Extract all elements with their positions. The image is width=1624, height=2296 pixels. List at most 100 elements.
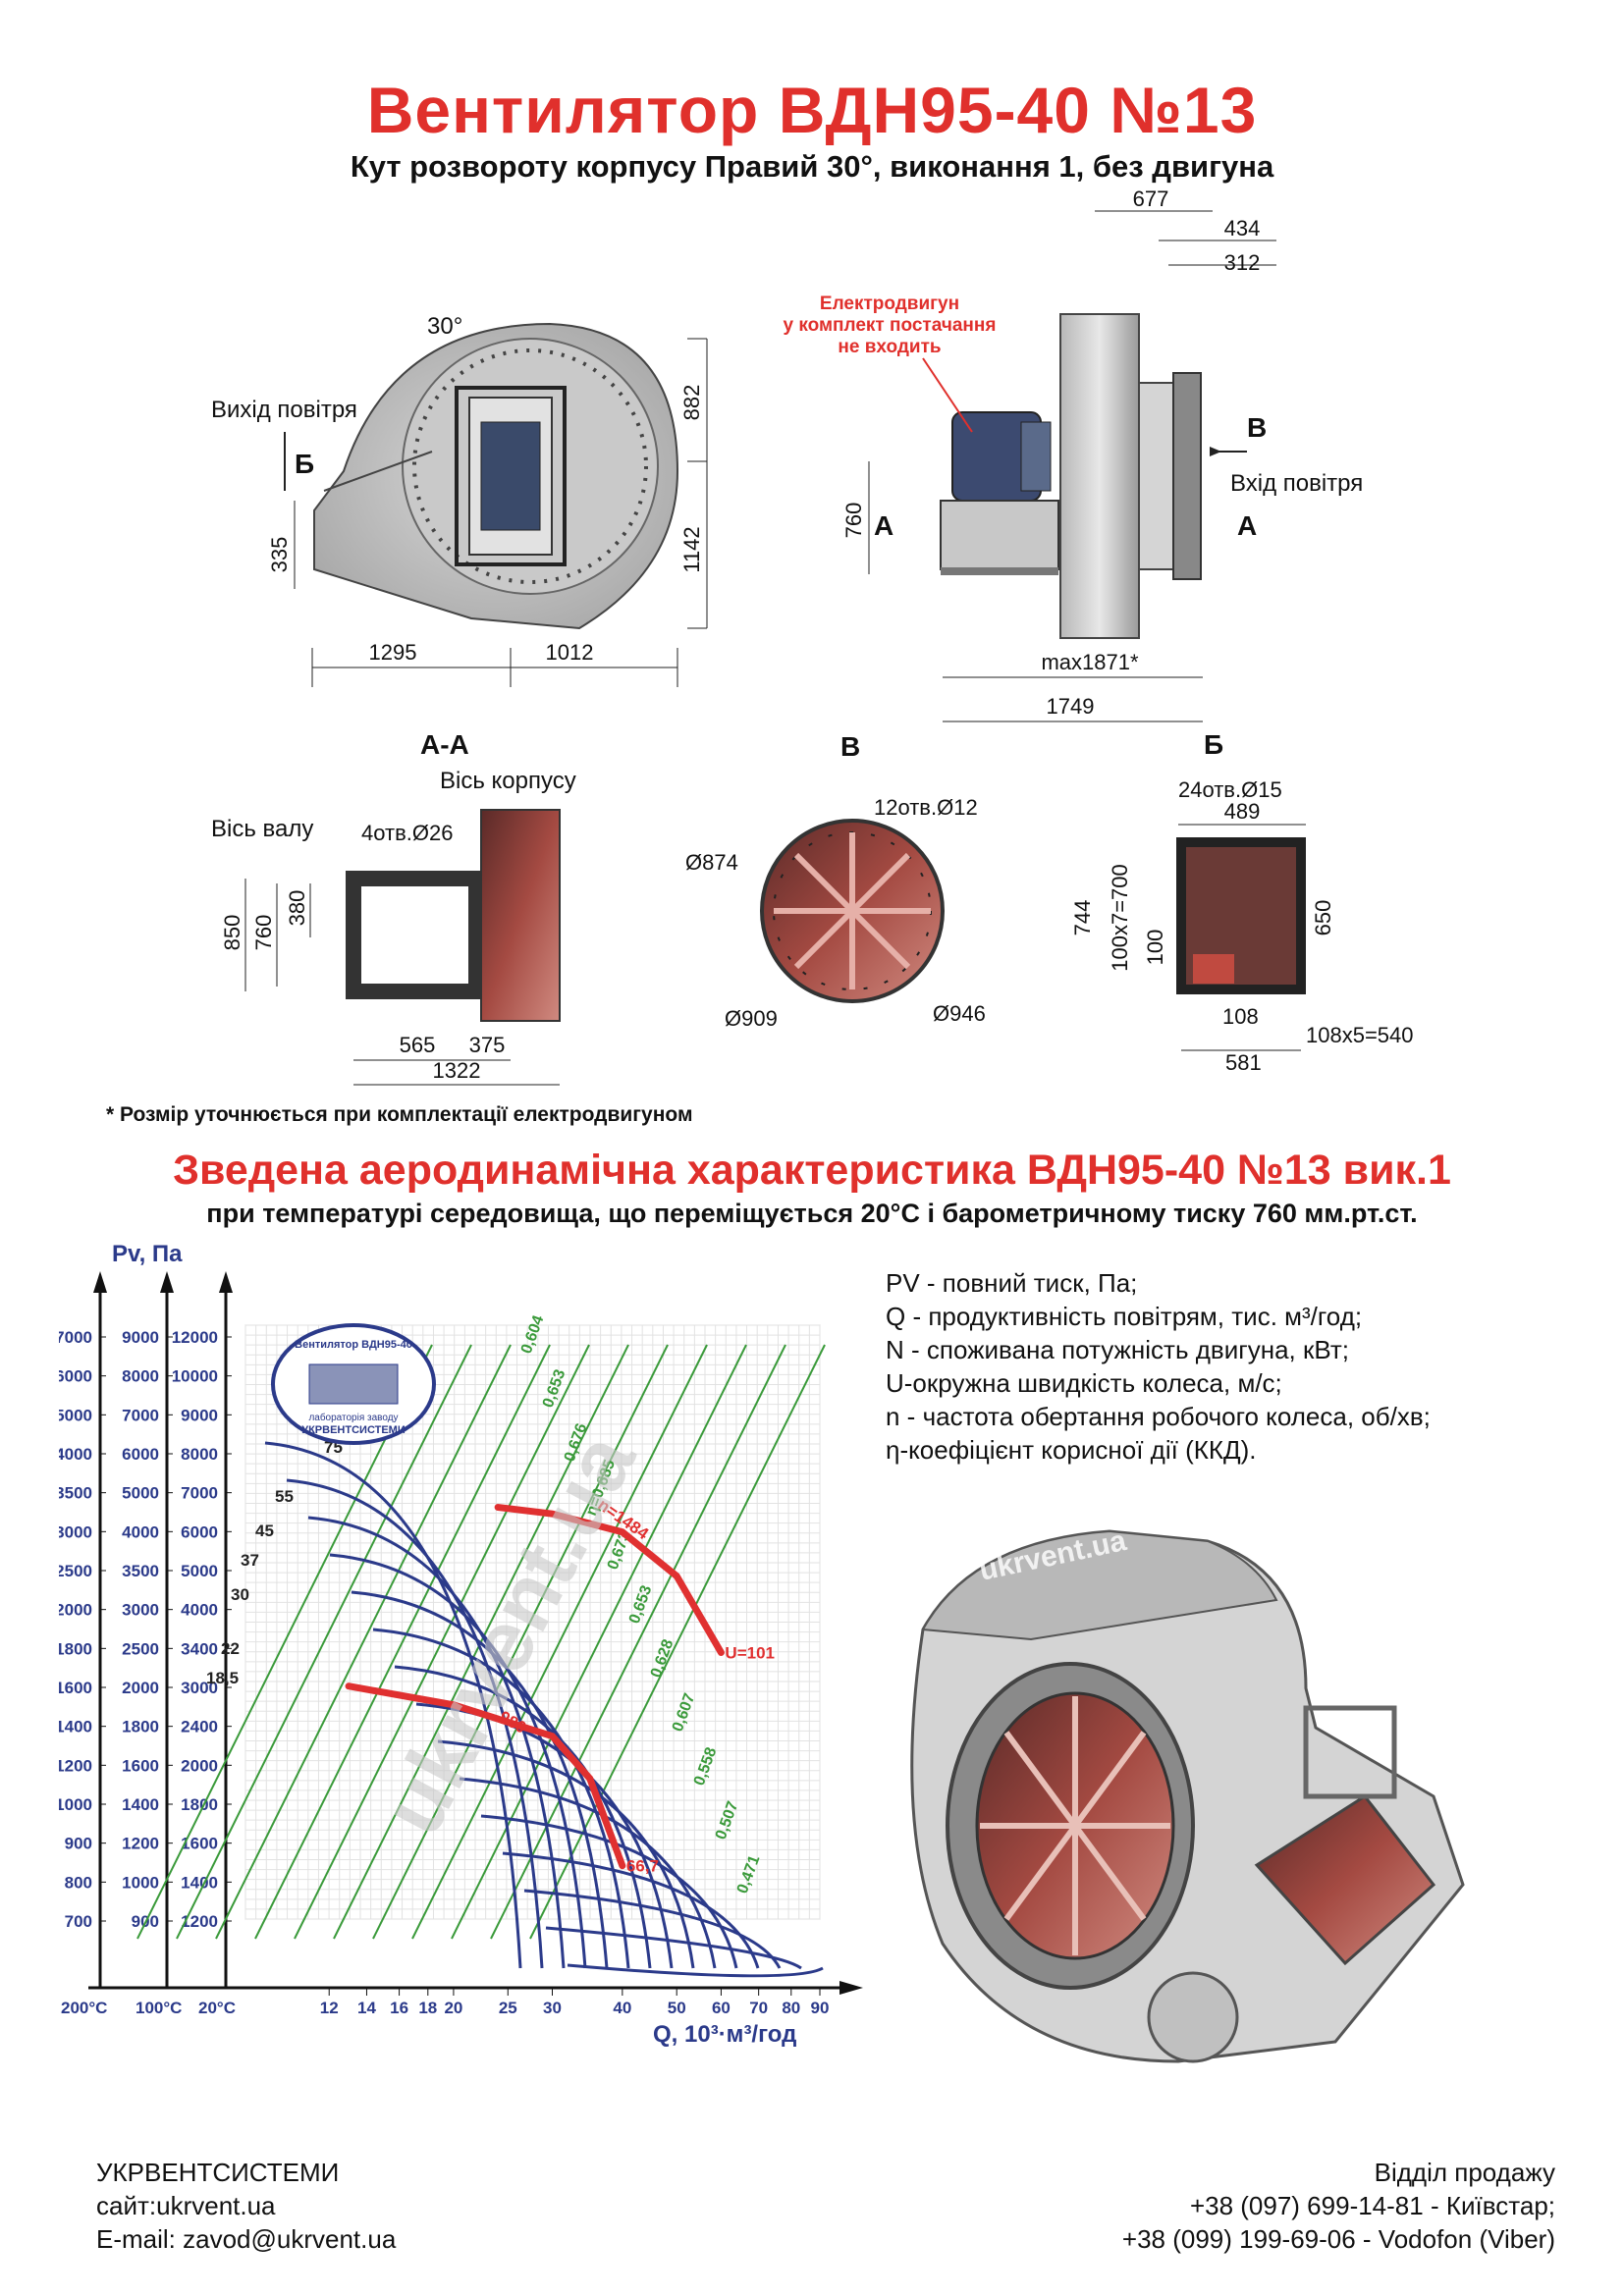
x-tick-label: 90	[811, 1999, 830, 2017]
stamp-fan-icon	[308, 1363, 399, 1405]
y-tick-label: 1200	[59, 1756, 92, 1775]
legend: PV - повний тиск, Па; Q - продуктивність…	[886, 1266, 1431, 1467]
footer-left: УКРВЕНТСИСТЕМИ сайт:ukrvent.ua E-mail: z…	[96, 2156, 396, 2256]
section-v-title: В	[840, 731, 860, 762]
dim-380: 380	[285, 890, 309, 927]
dim-850: 850	[220, 915, 244, 951]
power-curve	[459, 1777, 717, 1969]
motor-note-1: Електродвигун	[820, 294, 959, 314]
power-label: 45	[255, 1522, 274, 1540]
y-tick-label: 700	[65, 1912, 92, 1931]
y-tick-label: 1800	[122, 1718, 159, 1736]
efficiency-line	[490, 1344, 786, 1940]
motor-note-2: у комплект постачання	[784, 315, 997, 336]
dim-1322: 1322	[433, 1058, 481, 1083]
y-tick-label: 1400	[59, 1718, 92, 1736]
y-axis-arrow	[160, 1271, 174, 1293]
dim-760-aa: 760	[251, 915, 276, 951]
y-tick-label: 8000	[122, 1367, 159, 1386]
y-tick-label: 800	[65, 1873, 92, 1892]
dim-489: 489	[1224, 799, 1261, 824]
side-view: 677 434 312 760 max1871* 1749 Електродви…	[784, 187, 1363, 722]
legend-item: η-коефіцієнт корисної дії (ККД).	[886, 1435, 1257, 1465]
x-tick-label: 60	[712, 1999, 731, 2017]
x-tick-label: 70	[749, 1999, 768, 2017]
dim-108: 108	[1222, 1004, 1259, 1029]
y-tick-label: 3000	[59, 1522, 92, 1541]
phone-2[interactable]: +38 (099) 199-69-06 - Vodofon (Viber)	[1121, 2224, 1555, 2254]
phone-1[interactable]: +38 (097) 699-14-81 - Київстар;	[1189, 2191, 1555, 2220]
x-tick-label: 25	[499, 1999, 517, 2017]
y-tick-label: 3400	[181, 1639, 218, 1658]
axis-shaft-label: Вісь валу	[211, 816, 313, 842]
y-tick-label: 1400	[181, 1873, 218, 1892]
aero-subtitle: при температурі середовища, що переміщує…	[206, 1199, 1418, 1228]
efficiency-line	[176, 1344, 472, 1940]
dim-312: 312	[1224, 250, 1261, 275]
legend-item: N - споживана потужність двигуна, кВт;	[886, 1335, 1349, 1364]
y-tick-label: 6000	[59, 1367, 92, 1386]
dim-760: 760	[841, 503, 866, 539]
y-axis-arrow	[93, 1271, 107, 1293]
y-tick-label: 2000	[59, 1601, 92, 1620]
y-tick-label: 5000	[122, 1484, 159, 1503]
speed-curve	[345, 1682, 626, 1870]
power-label: 55	[275, 1487, 294, 1506]
x-tick-label: 12	[320, 1999, 339, 2017]
u-label: U=101	[725, 1643, 775, 1662]
motor-note-3: не входить	[838, 337, 941, 357]
power-curve	[545, 1926, 802, 1970]
y-tick-label: 2000	[122, 1679, 159, 1697]
dim-744: 744	[1070, 900, 1095, 936]
dim-434: 434	[1224, 216, 1261, 240]
front-view: 882 1142 1295 1012 335 30° Вихід повітря…	[211, 313, 708, 687]
angle-label: 30°	[427, 313, 462, 340]
y-tick-label: 1600	[122, 1756, 159, 1775]
y-tick-label: 900	[65, 1835, 92, 1853]
efficiency-line	[411, 1344, 708, 1940]
stamp-text-1: Вентилятор ВДН95-40	[295, 1339, 412, 1351]
power-curve	[523, 1889, 782, 1969]
email-link[interactable]: E-mail: zavod@ukrvent.ua	[96, 2224, 397, 2254]
y-tick-label: 2400	[181, 1718, 218, 1736]
y-tick-label: 1200	[181, 1912, 218, 1931]
dia-909: Ø909	[725, 1006, 778, 1031]
x-tick-label: 30	[543, 1999, 562, 2017]
dim-1749: 1749	[1047, 694, 1095, 719]
legend-item: n - частота обертання робочого колеса, о…	[886, 1402, 1431, 1431]
y-tick-label: 7000	[59, 1328, 92, 1347]
y-tick-label: 1400	[122, 1795, 159, 1814]
section-aa: А-А Вісь валу Вісь корпусу 4отв.Ø26 850 …	[211, 729, 576, 1086]
y-tick-label: 7000	[181, 1484, 218, 1503]
efficiency-line	[529, 1344, 826, 1940]
footnote: * Розмір уточнюється при комплектації ел…	[106, 1103, 693, 1126]
y-tick-label: 5000	[181, 1562, 218, 1580]
power-curve	[394, 1665, 652, 1969]
x-tick-label: 80	[782, 1999, 800, 2017]
company-name: УКРВЕНТСИСТЕМИ	[96, 2158, 340, 2187]
dim-335: 335	[267, 537, 292, 573]
power-label: 30	[231, 1585, 249, 1604]
dim-375: 375	[469, 1033, 506, 1057]
y-tick-label: 4000	[181, 1601, 218, 1620]
site-link[interactable]: сайт:ukrvent.ua	[96, 2191, 276, 2220]
y-tick-label: 1600	[181, 1835, 218, 1853]
y-tick-label: 4000	[122, 1522, 159, 1541]
y-tick-label: 9000	[181, 1406, 218, 1424]
power-curve	[567, 1963, 824, 1978]
y-tick-label: 2500	[122, 1639, 159, 1658]
y-tick-label: 1000	[122, 1873, 159, 1892]
dim-650: 650	[1311, 900, 1335, 936]
y-tick-label: 6000	[181, 1522, 218, 1541]
x-tick-label: 14	[357, 1999, 376, 2017]
section-b-title: Б	[1204, 729, 1223, 760]
section-aa-title: А-А	[420, 729, 469, 760]
x-temp-label: 20°С	[198, 1999, 236, 2017]
power-curve	[502, 1851, 760, 1969]
section-v-mark: В	[1247, 412, 1267, 443]
section-b: Б 24отв.Ø15 489 744 100х7=700 100 650 10…	[1070, 729, 1414, 1075]
y-tick-label: 7000	[122, 1406, 159, 1424]
power-curve	[351, 1590, 609, 1969]
inlet-label: Вхід повітря	[1230, 470, 1363, 497]
section-a-left: А	[874, 510, 893, 541]
